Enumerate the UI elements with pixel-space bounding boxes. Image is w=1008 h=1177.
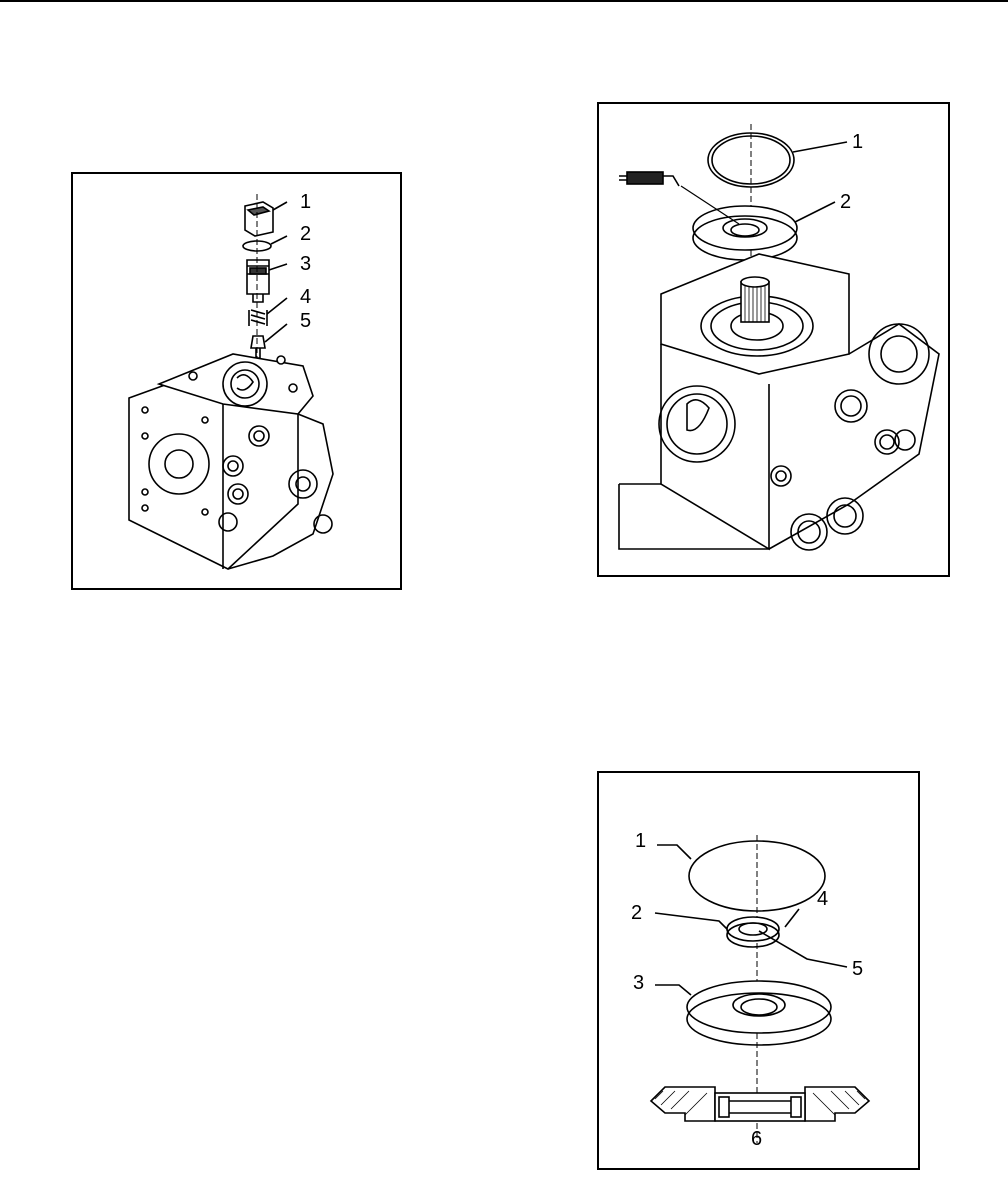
callout-2: 2: [300, 224, 311, 244]
callout-1: 1: [852, 132, 863, 152]
pump-check-valve-illustration: [73, 174, 404, 592]
callout-5: 5: [300, 311, 311, 331]
callout-5: 5: [852, 959, 863, 979]
callout-1: 1: [300, 192, 311, 212]
callout-1: 1: [635, 831, 646, 851]
callout-4: 4: [817, 889, 828, 909]
figure-seal-assembly: 1 2 3 4 5 6: [597, 771, 920, 1170]
seal-assembly-illustration: [599, 773, 922, 1172]
callout-6: 6: [751, 1129, 762, 1149]
pump-shaft-seal-illustration: [599, 104, 952, 579]
figure-shaft-seal-removal: 1 2: [597, 102, 950, 577]
callout-4: 4: [300, 287, 311, 307]
callout-2: 2: [840, 192, 851, 212]
callout-3: 3: [633, 973, 644, 993]
figure-charge-check-valve: 1 2 3 4 5: [71, 172, 402, 590]
callout-3: 3: [300, 254, 311, 274]
header-rule: [0, 0, 1008, 2]
callout-2: 2: [631, 903, 642, 923]
